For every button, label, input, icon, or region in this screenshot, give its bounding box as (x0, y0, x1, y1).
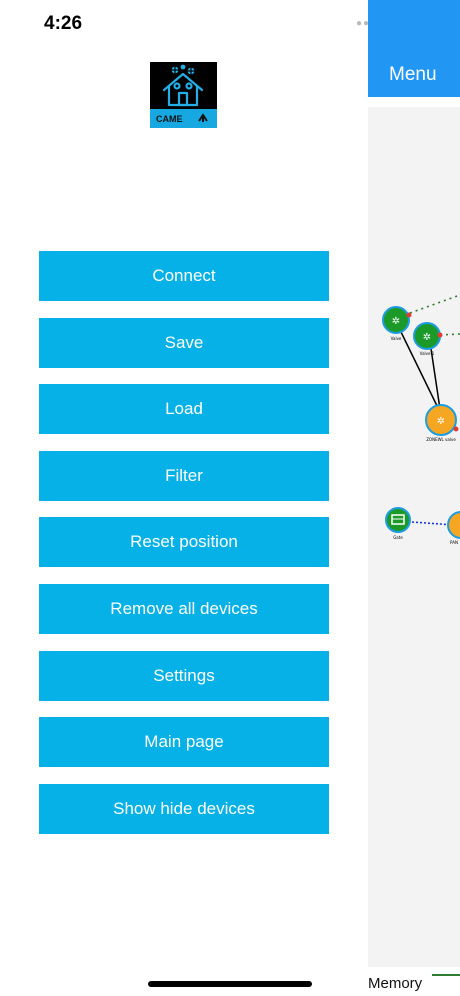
svg-text:✲: ✲ (423, 332, 431, 343)
arrow-logo-icon (198, 113, 208, 122)
reset-position-button[interactable]: Reset position (39, 517, 329, 568)
node-valve-1[interactable]: ✲ Valve 1 (413, 322, 443, 356)
status-time: 4:26 (44, 13, 83, 34)
logo-text: CAME (156, 114, 183, 124)
node-label: ZONEWL valve (426, 437, 456, 442)
link-valve1-zone (429, 341, 441, 410)
menu-list: Connect Save Load Filter Reset position … (39, 251, 329, 850)
bottom-tab-bar: Memory (368, 967, 460, 996)
main-page-button[interactable]: Main page (39, 717, 329, 768)
node-gate[interactable]: Gate (385, 507, 411, 540)
link-gate-pan (411, 521, 455, 526)
node-zone-valve[interactable]: ✲ ZONEWL valve (425, 404, 459, 442)
device-graph: ✲ Valve ✲ Valve 1 ✲ ZONEWL valve Gate PA… (382, 294, 460, 545)
link-valve1-offscreen (439, 333, 460, 336)
memory-tab[interactable]: Memory (368, 975, 423, 992)
node-label: Gate (393, 535, 403, 540)
menu-panel: 4:26 CAME (39, 13, 329, 850)
logo-bar: CAME (150, 109, 217, 128)
home-indicator[interactable] (148, 981, 312, 987)
save-button[interactable]: Save (39, 317, 329, 368)
device-map-canvas[interactable]: ✲ Valve ✲ Valve 1 ✲ ZONEWL valve Gate PA… (368, 107, 460, 967)
side-header-title: Menu (389, 64, 437, 85)
tab-indicator (432, 974, 460, 976)
node-pan[interactable]: PAN (447, 511, 460, 545)
side-header: Menu (368, 0, 460, 97)
node-label: Valve 1 (420, 351, 435, 356)
link-valve-zone (400, 331, 441, 413)
svg-text:✲: ✲ (437, 416, 445, 427)
filter-button[interactable]: Filter (39, 450, 329, 501)
node-label: PAN (450, 540, 458, 545)
came-logo: CAME (150, 62, 217, 128)
settings-button[interactable]: Settings (39, 650, 329, 701)
link-valve-offscreen (409, 294, 460, 314)
connect-button[interactable]: Connect (39, 251, 329, 301)
node-label: Valve (391, 336, 402, 341)
node-valve[interactable]: ✲ Valve (382, 306, 412, 341)
remove-all-devices-button[interactable]: Remove all devices (39, 583, 329, 634)
load-button[interactable]: Load (39, 384, 329, 435)
show-hide-devices-button[interactable]: Show hide devices (39, 783, 329, 834)
house-logo-icon (162, 64, 204, 107)
svg-text:✲: ✲ (392, 316, 400, 327)
